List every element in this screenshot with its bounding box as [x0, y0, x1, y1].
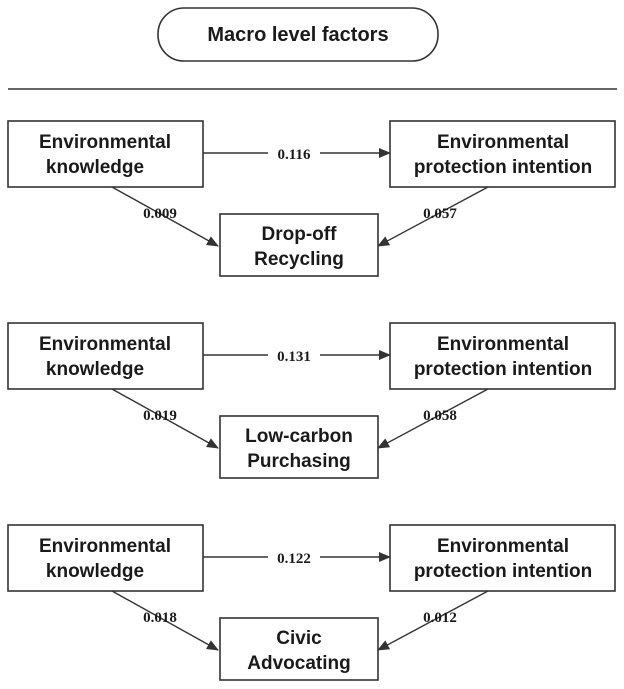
knowledge-label-line1: Environmental: [39, 132, 171, 153]
arrow-intention-to-outcome: [377, 590, 489, 651]
coef-knowledge-intention: 0.131: [277, 349, 311, 365]
knowledge-label-line1: Environmental: [39, 334, 171, 355]
knowledge-box: Environmental knowledge: [7, 120, 204, 188]
outcome-label-line1: Low-carbon: [245, 426, 353, 447]
coef-knowledge-outcome: 0.009: [143, 206, 177, 222]
coef-intention-outcome: 0.012: [423, 610, 457, 626]
outcome-label-line1: Civic: [276, 628, 322, 649]
knowledge-box: Environmental knowledge: [7, 322, 204, 390]
intention-box: Environmental protection intention: [389, 322, 616, 390]
intention-box: Environmental protection intention: [389, 524, 616, 592]
outcome-label-line2: Recycling: [254, 249, 344, 270]
coef-knowledge-intention: 0.122: [277, 551, 311, 567]
intention-label-line1: Environmental: [437, 334, 569, 355]
outcome-box: Low-carbon Purchasing: [219, 415, 379, 479]
panel-2: Environmental knowledge Environmental pr…: [7, 322, 616, 479]
title-text: Macro level factors: [207, 24, 388, 46]
panel-3: Environmental knowledge Environmental pr…: [7, 524, 616, 681]
coef-intention-outcome: 0.058: [423, 408, 457, 424]
coef-knowledge-intention: 0.116: [278, 147, 311, 163]
title-box: Macro level factors: [157, 7, 439, 62]
arrow-knowledge-to-outcome: [111, 388, 219, 449]
outcome-box: Civic Advocating: [219, 617, 379, 681]
arrow-knowledge-to-outcome: [111, 590, 219, 651]
arrow-intention-to-outcome: [377, 388, 489, 449]
coef-knowledge-outcome: 0.019: [143, 408, 177, 424]
panel-1: Environmental knowledge Environmental pr…: [7, 120, 616, 277]
intention-label-line2: protection intention: [414, 359, 592, 380]
arrow-intention-to-outcome: [377, 186, 489, 247]
intention-label-line1: Environmental: [437, 536, 569, 557]
coef-knowledge-outcome: 0.018: [143, 610, 177, 626]
knowledge-label-line2: knowledge: [46, 157, 144, 178]
knowledge-box: Environmental knowledge: [7, 524, 204, 592]
intention-label-line1: Environmental: [437, 132, 569, 153]
knowledge-label-line2: knowledge: [46, 359, 144, 380]
arrow-knowledge-to-outcome: [111, 186, 219, 247]
coef-intention-outcome: 0.057: [423, 206, 457, 222]
outcome-label-line2: Purchasing: [247, 451, 350, 472]
outcome-box: Drop-off Recycling: [219, 213, 379, 277]
intention-label-line2: protection intention: [414, 157, 592, 178]
intention-label-line2: protection intention: [414, 561, 592, 582]
outcome-label-line2: Advocating: [247, 653, 350, 674]
knowledge-label-line1: Environmental: [39, 536, 171, 557]
knowledge-label-line2: knowledge: [46, 561, 144, 582]
intention-box: Environmental protection intention: [389, 120, 616, 188]
outcome-label-line1: Drop-off: [262, 224, 338, 245]
